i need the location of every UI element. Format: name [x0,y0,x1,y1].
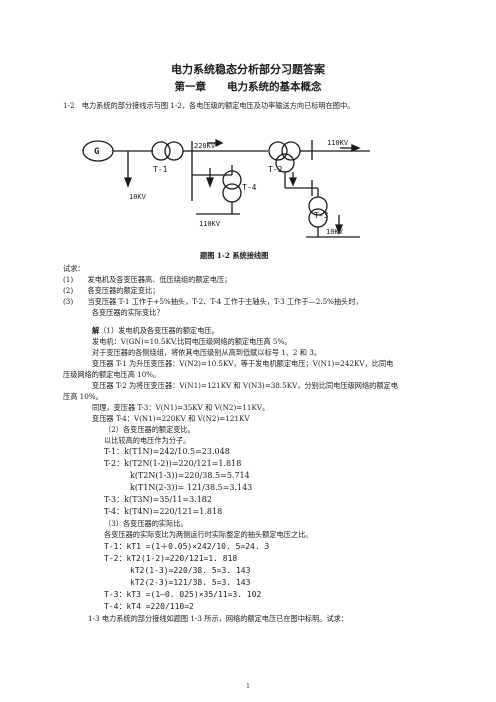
question-3-cont: 各变压器的实际变比？ [63,308,164,317]
ratio-t2-12: T-2：k(T2N(1-2))=220/121=1.818 [104,459,242,468]
t1-winding-high [164,141,184,161]
actual-t2-13: kT2(1-3)=220/38. 5=3. 143 [130,566,251,575]
system-wiring-diagram: G T-1 220KV T-2 110KV 10KV T-4 110KV T-3… [82,138,370,238]
ratio-t2-13: k(T2N(1-3))=220/38.5=5.714 [130,471,250,480]
t3-voltage: 同理，变压器 T-3：V(N1)=35KV 和 V(N2)=11KV。 [92,403,270,412]
solution-mark: 解 [92,326,100,335]
label-110kv-top: 110KV [327,139,349,147]
part2-note: 以比较高的电压作为分子。 [104,436,191,445]
question-3: (3) 当变压器 T-1 工作于+5%抽头，T-2、T-4 工作于主轴头，T-3… [63,297,363,306]
t1-label: T-1 [153,165,168,174]
part3-heading: （3）各变压器的实际比。 [104,519,188,528]
questions-intro: 试求： [63,264,85,273]
label-110kv-bottom: 110KV [199,220,221,228]
label-10kv-right: 10KV [326,228,344,236]
chapter-title: 第一章 电力系统的基本概念 [174,81,322,93]
ratio-t1: T-1：k(T1N)=242/10.5=23.048 [104,447,230,456]
part3-note: 各变压器的实际变比为两侧运行时实际整定的抽头额定电压之比。 [104,530,313,539]
t1-voltage-cont: 压级网络的额定电压高 10%。 [63,370,161,379]
t1-winding-low [151,141,171,161]
winding-rule: 对于变压器的各侧绕组，将依其电压级别从高到低赋以标号 1、2 和 3。 [92,348,322,357]
ratio-t3: T-3：k(T3N)=35/11=3.182 [104,495,212,504]
figure-caption: 题图 1-2 系统接线图 [200,251,269,260]
t3-winding-high [308,196,328,216]
t2-label: T-2 [268,165,283,174]
label-10kv-left: 10KV [129,193,147,201]
actual-t1: T-1：kT1 =(1＋0.05)×242/10. 5=24. 3 [104,542,270,551]
ratio-t4: T-4：k(T4N)=220/121=1.818 [104,507,223,516]
t4-voltage: 变压器 T-4：V(N1)=220KV 和 V(N2)=121KV [92,414,250,423]
t2-voltage-cont: 压高 10%。 [63,392,103,401]
actual-t2-23: kT2(2-3)=121/38. 5=3. 143 [130,578,251,587]
question-2: (2) 各变压器的额定变比； [63,286,160,295]
solution-part1: （1）发电机及各变压器的额定电压。 [99,326,219,335]
t4-winding-low [222,183,242,203]
t2-voltage: 变压器 T-2 为将压变压器：V(N1)=121KV 和 V(N3)=38.5K… [92,381,398,390]
actual-t4: T-4：kT4 =220/110=2 [104,602,194,611]
actual-t2-12: T-2：kT2(1-2)=220/121=1. 818 [104,554,238,563]
generator-label: G [94,147,99,157]
label-220kv: 220KV [194,142,216,150]
solution-heading: 解（1）发电机及各变压器的额定电压。 [92,326,219,335]
actual-t3: T-3：kT3 =(1—0. 025)×35/11=3. 102 [104,590,262,599]
generator-voltage: 发电机：V(GN)=10.5KV,比同电压级网络的额定电压高 5%。 [92,337,292,346]
t2-winding-2 [281,141,301,161]
t1-voltage: 变压器 T-1 为升压变压器：V(N2)=10.5KV，等于发电机额定电压；V(… [92,359,394,368]
question-1: (1) 发电机及各变压器高、低压绕组的额定电压； [63,275,232,284]
document-title: 电力系统稳态分析部分习题答案 [171,63,325,76]
next-problem: 1-3 电力系统的部分接线如题图 1-3 所示，网络的额定电压已在图中标明。试求… [88,614,349,623]
t4-label: T-4 [242,183,257,192]
page-number: 1 [246,683,250,690]
ratio-t2-23: k(T1N(2-3))= 121/38.5=3.143 [130,483,253,492]
t3-label: T-3 [314,211,329,220]
t4-winding-high [222,170,242,190]
t2-winding-1 [268,141,288,161]
part2-heading: （2）各变压器的额定变比。 [104,425,195,434]
problem-statement: 1-2 电力系统的部分接线示与图 1-2，各电压级的额定电压及功率输送方向已标明… [63,101,355,110]
